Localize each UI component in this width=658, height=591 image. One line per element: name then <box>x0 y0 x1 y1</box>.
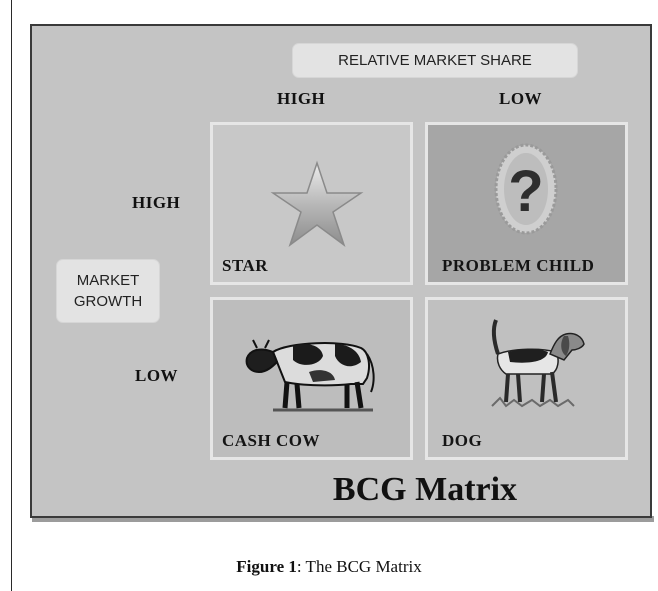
cash-cow-quadrant: CASH COW <box>210 297 413 460</box>
question-mark-icon: ? <box>494 143 558 235</box>
x-axis-high-label: HIGH <box>277 89 326 108</box>
market-growth-label: MARKET GROWTH <box>56 259 160 323</box>
dog-label: DOG <box>442 431 483 450</box>
y-axis-high-label: HIGH <box>132 193 181 212</box>
star-label: STAR <box>222 256 269 275</box>
star-icon <box>270 160 364 248</box>
y-axis-title-line2: GROWTH <box>73 293 143 310</box>
y-axis-title-line1: MARKET <box>76 272 140 289</box>
figure-caption-label: Figure 1 <box>236 557 297 576</box>
chart-title: BCG Matrix <box>332 471 518 508</box>
star-quadrant: STAR <box>210 122 413 285</box>
dog-quadrant: DOG <box>425 297 628 460</box>
problem-child-label: PROBLEM CHILD <box>442 256 595 275</box>
figure-caption-text: : The BCG Matrix <box>296 557 422 576</box>
svg-text:?: ? <box>508 159 543 224</box>
cash-cow-label: CASH COW <box>222 431 320 450</box>
page-margin-rule <box>11 0 12 591</box>
matrix-frame-shadow <box>32 516 654 522</box>
x-axis-title: RELATIVE MARKET SHARE <box>338 52 532 69</box>
problem-child-quadrant: ? PROBLEM CHILD <box>425 122 628 285</box>
cow-icon <box>245 339 375 412</box>
relative-market-share-label: RELATIVE MARKET SHARE <box>292 43 578 78</box>
x-axis-low-label: LOW <box>499 89 543 108</box>
y-axis-low-label: LOW <box>135 366 179 385</box>
dog-icon <box>491 319 585 408</box>
figure-caption: Figure 1: The BCG Matrix <box>0 557 658 577</box>
